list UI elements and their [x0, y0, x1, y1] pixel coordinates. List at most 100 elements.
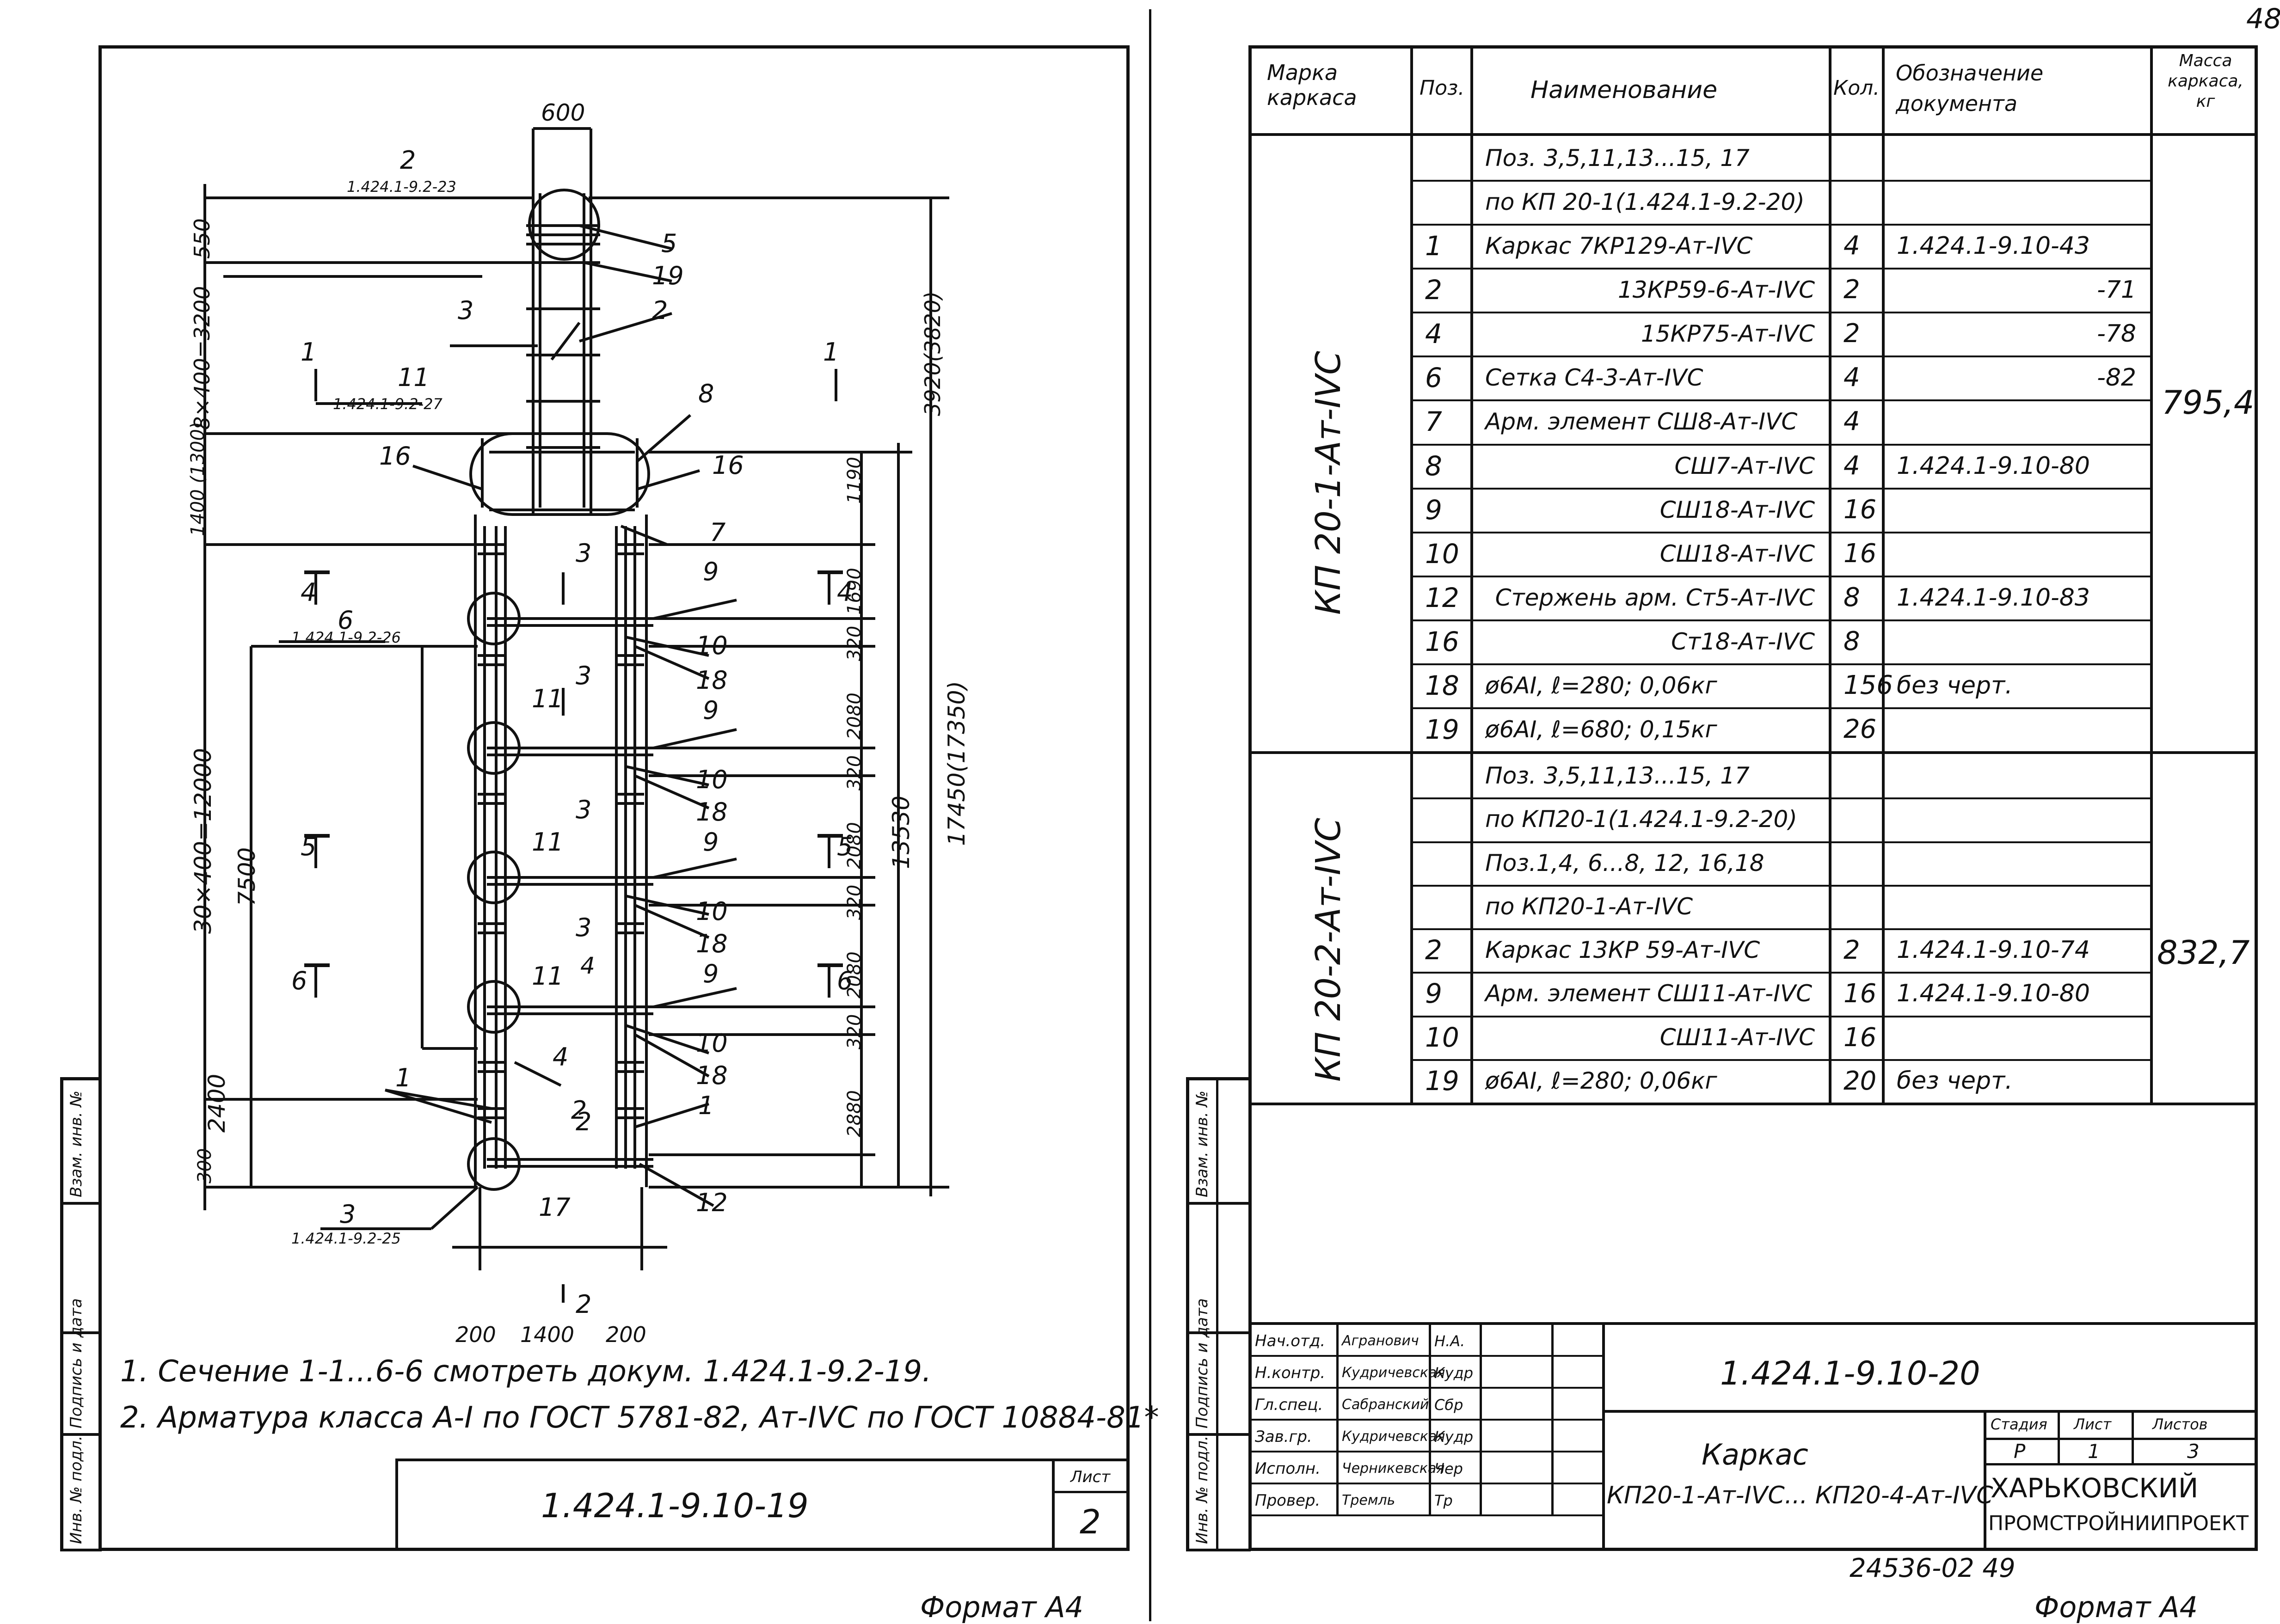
- row-doc: 1.424.1-9.10-80: [1897, 980, 2090, 1007]
- left-sheet-number: 2: [1080, 1502, 1101, 1541]
- right-side-column-div2: [1186, 1331, 1251, 1334]
- title-line-1: Каркас: [1702, 1438, 1808, 1471]
- row-name: Сетка С4-3-Ат-IVС: [1485, 364, 1703, 391]
- row-doc: 1.424.1-9.10-80: [1897, 452, 2090, 480]
- row-doc: [1887, 707, 2150, 751]
- dim-8x400: 8×400=3200: [190, 286, 215, 430]
- row-name: Поз.1,4, 6...8, 12, 16,18: [1485, 850, 1764, 876]
- right-side-column-div1: [1186, 1202, 1251, 1205]
- pos-label: 11: [532, 962, 564, 991]
- left-stamp-sheet-div: [1052, 1491, 1130, 1493]
- left-side-column-top: [60, 1077, 102, 1080]
- row-line: [1410, 399, 2153, 401]
- row-pos: 1: [1425, 230, 1442, 262]
- sig-row-line: [1248, 1355, 1602, 1357]
- sig-role: Н.контр.: [1255, 1363, 1326, 1382]
- right-format: Формат А4: [2034, 1590, 2198, 1624]
- pos-label: 17: [539, 1193, 571, 1222]
- section-1-left: 1: [301, 337, 317, 367]
- sheet-label: Лист: [2074, 1416, 2112, 1433]
- row-name: СШ7-Ат-IVС: [1674, 452, 1815, 479]
- pos-label: 2: [571, 1096, 587, 1125]
- row-name: Арм. элемент СШ8-Ат-IVС: [1485, 408, 1798, 435]
- row-line: [1410, 312, 2153, 313]
- pos-label: 9: [703, 959, 719, 988]
- row-doc: [1887, 797, 2150, 841]
- section-3-d: 3: [576, 913, 592, 942]
- row-name: Стержень арм. Ст5-Ат-IVС: [1495, 584, 1815, 611]
- section-3-a: 3: [576, 539, 592, 568]
- sig-row-line: [1248, 1451, 1602, 1452]
- row-qty: 20: [1844, 1066, 1877, 1096]
- dim-13530: 13530: [888, 795, 915, 869]
- row-line: [1410, 532, 2153, 533]
- dim-320-c: 320: [844, 884, 865, 920]
- row-name: Ст18-Ат-IVС: [1671, 628, 1815, 655]
- section-2-bottom: 2: [576, 1290, 592, 1319]
- row-name: ø6АI, ℓ=680; 0,15кг: [1485, 716, 1717, 743]
- row-name: по КП 20-1(1.424.1-9.2-20): [1485, 188, 1805, 215]
- node-3-ref: 1.424.1-9.2-25: [291, 1230, 401, 1247]
- left-side-column-line: [60, 1077, 63, 1551]
- row-pos: 19: [1425, 1065, 1459, 1097]
- section-1-right: 1: [823, 337, 839, 367]
- sig-row-line: [1248, 1387, 1602, 1389]
- pos-label: 18: [696, 797, 728, 827]
- left-side-label-inv: Инв. № подл.: [67, 1435, 86, 1544]
- node-3-number: 3: [340, 1200, 356, 1229]
- row-qty: [1833, 754, 1882, 797]
- row-line: [1410, 663, 2153, 665]
- sig-role: Гл.спец.: [1255, 1395, 1323, 1414]
- dim-320-d: 320: [844, 1014, 865, 1049]
- row-line: [1410, 488, 2153, 490]
- title-block-top: [1248, 1322, 2258, 1325]
- title-block-stage-div2: [2132, 1410, 2134, 1465]
- dim-320-a: 320: [844, 625, 865, 661]
- dim-3920: 3920(3820): [920, 291, 945, 416]
- col-line-doc: [2150, 45, 2153, 1105]
- row-line: [1410, 444, 2153, 446]
- dim-550: 550: [190, 218, 215, 259]
- right-side-column-inner: [1216, 1077, 1218, 1551]
- row-name: Поз. 3,5,11,13...15, 17: [1485, 144, 1750, 172]
- dim-bottom-200-a: 200: [455, 1322, 496, 1347]
- row-name: Поз. 3,5,11,13...15, 17: [1485, 762, 1750, 789]
- col-line-mark: [1410, 45, 1413, 1105]
- sheets-label: Листов: [2152, 1416, 2208, 1433]
- right-stamp-code: 1.424.1-9.10-20: [1720, 1354, 1980, 1392]
- left-side-column-div3: [60, 1433, 102, 1436]
- pos-label: 9: [703, 696, 719, 725]
- row-line: [1410, 1059, 2153, 1061]
- row-doc: [1887, 1016, 2150, 1059]
- left-stamp-left: [395, 1459, 398, 1551]
- dim-2400: 2400: [203, 1073, 230, 1133]
- dim-1400-1300: 1400 (1300): [187, 422, 209, 536]
- left-side-column-div1: [60, 1202, 102, 1205]
- col-line-qty: [1882, 45, 1885, 1105]
- right-side-column-bottom: [1186, 1549, 1251, 1551]
- pos-label: 12: [696, 1188, 728, 1217]
- pos-label: 9: [703, 827, 719, 857]
- sheets-value: 3: [2187, 1440, 2200, 1463]
- sheet-value: 1: [2088, 1440, 2100, 1463]
- row-doc: 1.424.1-9.10-43: [1897, 232, 2090, 260]
- row-doc: [1887, 180, 2150, 224]
- left-stamp-div: [1052, 1459, 1055, 1551]
- row-qty: 16: [1844, 539, 1877, 569]
- section-3-c: 3: [576, 795, 592, 824]
- row-pos: 9: [1425, 494, 1442, 526]
- pos-label: 3: [458, 296, 474, 325]
- row-doc: [1887, 399, 2150, 443]
- row-doc: [1887, 841, 2150, 885]
- pos-label: 10: [696, 1029, 728, 1058]
- row-name: ø6АI, ℓ=280; 0,06кг: [1485, 1067, 1717, 1094]
- row-name: СШ18-Ат-IVС: [1659, 540, 1815, 567]
- row-pos: 7: [1425, 405, 1442, 437]
- row-qty: 2: [1844, 935, 1860, 965]
- row-pos: 4: [1425, 318, 1442, 349]
- section-3-b: 3: [576, 661, 592, 690]
- pos-label: 18: [696, 1061, 728, 1090]
- group-2-mass: 832,7: [2157, 934, 2250, 972]
- pos-label: 16: [379, 441, 411, 471]
- row-line: [1410, 576, 2153, 577]
